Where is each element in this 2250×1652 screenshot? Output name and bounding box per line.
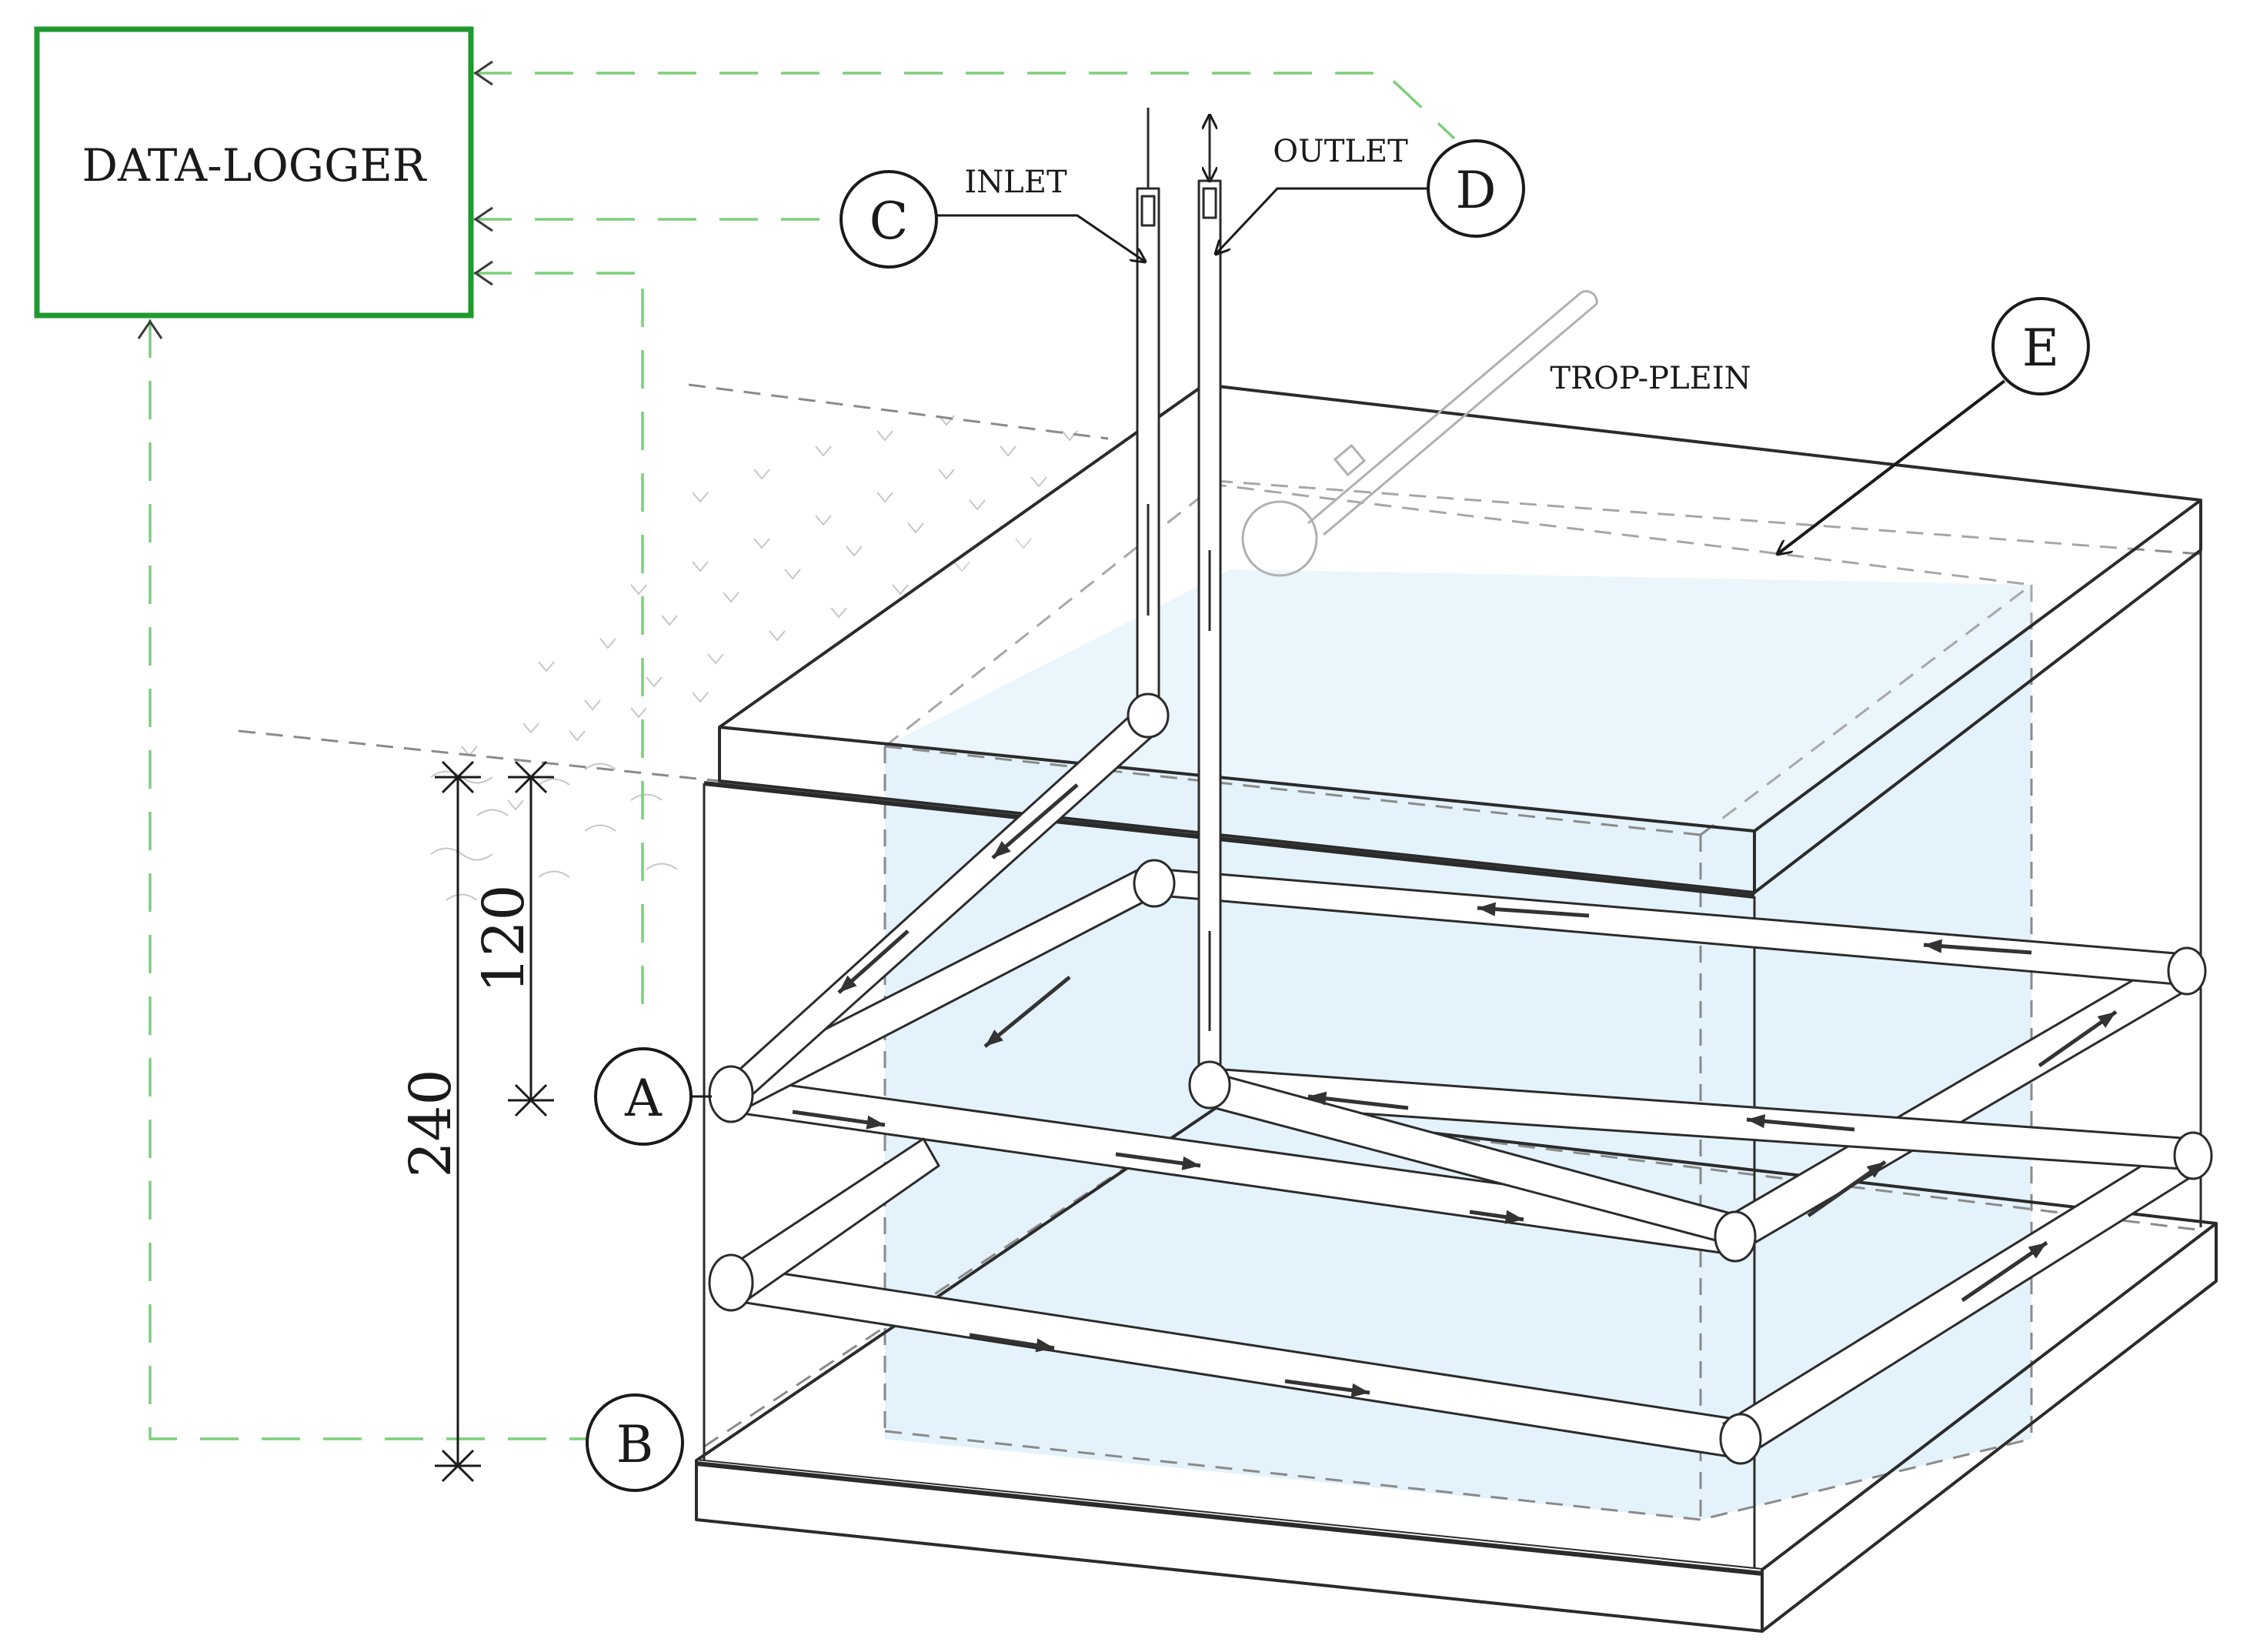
callout-b-label: B xyxy=(616,1415,654,1474)
ground-lines xyxy=(238,383,1109,783)
pipe-network xyxy=(708,179,2213,1465)
dimension-120 xyxy=(508,760,554,1117)
dimension-240 xyxy=(435,760,481,1483)
riser-tops xyxy=(1147,108,1210,189)
trop-plein-label: TROP-PLEIN xyxy=(1550,361,1751,396)
dimension-240-label: 240 xyxy=(398,1069,464,1177)
overflow-float xyxy=(1241,290,1598,577)
inlet-riser xyxy=(1136,187,1160,721)
water-volume xyxy=(885,569,2031,1520)
outlet-label: OUTLET xyxy=(1273,134,1408,169)
signal-arrowheads xyxy=(137,60,493,339)
callout-d-label: D xyxy=(1456,161,1497,220)
signal-lines xyxy=(149,72,1456,1440)
dimension-120-label: 120 xyxy=(471,884,537,993)
flow-arrows xyxy=(792,783,2118,1397)
callout-d: D xyxy=(1216,139,1525,254)
inlet-label: INLET xyxy=(964,165,1067,200)
callout-a-label: A xyxy=(624,1069,663,1128)
soil-pattern xyxy=(430,415,1078,901)
callout-a: A xyxy=(594,1047,712,1146)
callout-e: E xyxy=(1778,297,2090,554)
data-logger: DATA-LOGGER xyxy=(34,26,474,319)
callout-c-label: C xyxy=(870,192,909,251)
callout-e-label: E xyxy=(2022,319,2059,378)
data-logger-label: DATA-LOGGER xyxy=(82,139,428,192)
top-slab xyxy=(703,383,2202,899)
callout-c: C xyxy=(840,170,1145,269)
bottom-slab xyxy=(695,1106,2218,1633)
callout-b: B xyxy=(586,1393,684,1492)
